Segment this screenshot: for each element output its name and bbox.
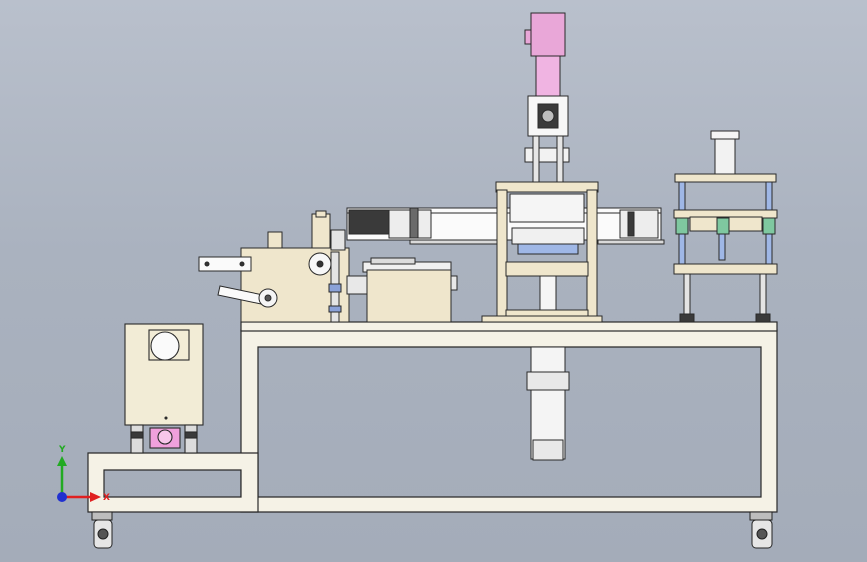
drive-motor bbox=[348, 209, 390, 235]
lift-cylinder[interactable] bbox=[526, 346, 570, 461]
caster-wheel-left bbox=[91, 511, 113, 549]
servo-press[interactable] bbox=[481, 12, 603, 323]
machine-frame[interactable] bbox=[87, 321, 778, 513]
top-plate bbox=[240, 321, 778, 332]
left-frame-extension bbox=[87, 452, 259, 513]
main-frame-body bbox=[240, 329, 778, 513]
coordinate-triad-icon: Y X bbox=[57, 445, 110, 503]
work-table[interactable] bbox=[346, 257, 458, 323]
feeder-module[interactable] bbox=[198, 210, 350, 323]
die-cut-station[interactable] bbox=[673, 130, 778, 323]
y-axis-label: Y bbox=[58, 445, 66, 455]
servo-motor bbox=[530, 12, 566, 57]
caster-wheel-right bbox=[749, 511, 773, 549]
unwind-box[interactable] bbox=[124, 323, 204, 454]
x-axis-label: X bbox=[103, 493, 110, 503]
